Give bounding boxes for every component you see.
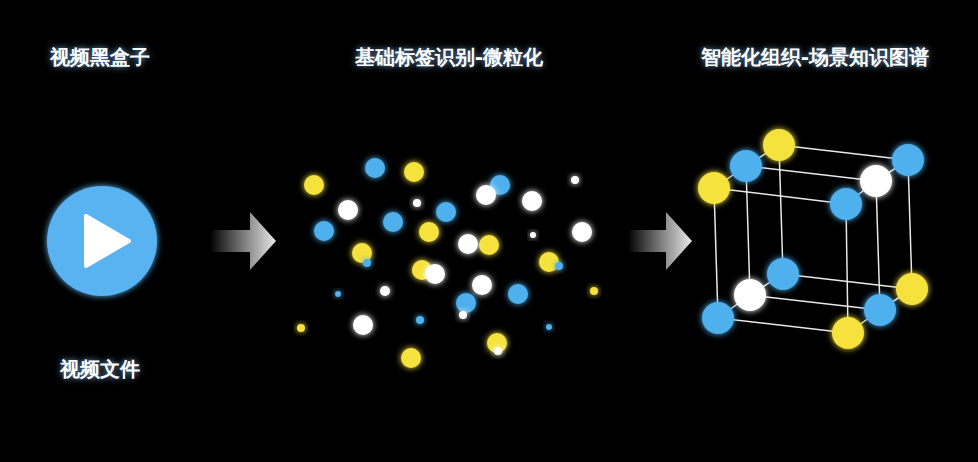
particle-dot <box>314 221 334 241</box>
particle-dot <box>702 302 734 334</box>
particle-dot <box>472 275 492 295</box>
particle-dot <box>767 258 799 290</box>
stage-title: 视频黑盒子 <box>50 44 150 71</box>
particle-dot <box>436 202 456 222</box>
play-circle <box>47 186 157 296</box>
particle-dot <box>730 150 762 182</box>
particle-dot <box>590 287 598 295</box>
particle-dot <box>555 262 563 270</box>
particle-dot <box>698 172 730 204</box>
graph-link <box>779 145 908 160</box>
stage-title: 智能化组织-场景知识图谱 <box>701 44 929 71</box>
particle-dot <box>476 185 496 205</box>
graph-link <box>908 160 912 289</box>
particle-dot <box>404 162 424 182</box>
graph-link <box>746 166 750 295</box>
graph-link <box>746 166 876 181</box>
particle-dot <box>353 315 373 335</box>
particle-dot <box>572 222 592 242</box>
graph-link <box>846 204 848 333</box>
particle-dot <box>363 259 371 267</box>
graph-link <box>714 188 846 204</box>
particle-dot <box>522 191 542 211</box>
particle-dot <box>546 324 552 330</box>
caption-label: 视频文件 <box>60 356 140 383</box>
particle-dot <box>479 235 499 255</box>
particle-dot <box>896 273 928 305</box>
graph-link <box>876 181 880 310</box>
particle-dot <box>338 200 358 220</box>
particle-dot <box>401 348 421 368</box>
particle-dot <box>892 144 924 176</box>
particle-dot <box>458 234 478 254</box>
particle-dot <box>830 188 862 220</box>
graph-link <box>779 145 783 274</box>
particle-dot <box>456 293 476 313</box>
particle-dot <box>864 294 896 326</box>
particle-dot <box>508 284 528 304</box>
particle-dot <box>413 199 421 207</box>
stage-arrow <box>628 212 692 270</box>
particle-dot <box>419 222 439 242</box>
particle-dot <box>459 311 467 319</box>
particle-dot <box>860 165 892 197</box>
particle-dot <box>832 317 864 349</box>
stage-title: 基础标签识别-微粒化 <box>355 44 543 71</box>
particle-dot <box>383 212 403 232</box>
particle-dot <box>365 158 385 178</box>
particle-dot <box>539 252 559 272</box>
particle-dot <box>297 324 305 332</box>
particle-dot <box>335 291 341 297</box>
graph-link <box>714 188 718 318</box>
particle-dot <box>571 176 579 184</box>
graph-link <box>718 318 848 333</box>
particle-dot <box>304 175 324 195</box>
particle-dot <box>763 129 795 161</box>
particle-dot <box>380 286 390 296</box>
graph-link <box>750 295 880 310</box>
particle-dot <box>530 232 536 238</box>
particle-dot <box>494 347 502 355</box>
particle-dot <box>734 279 766 311</box>
play-icon <box>86 216 129 266</box>
particle-dot <box>425 264 445 284</box>
stage-arrow <box>210 212 276 270</box>
particle-dot <box>416 316 424 324</box>
